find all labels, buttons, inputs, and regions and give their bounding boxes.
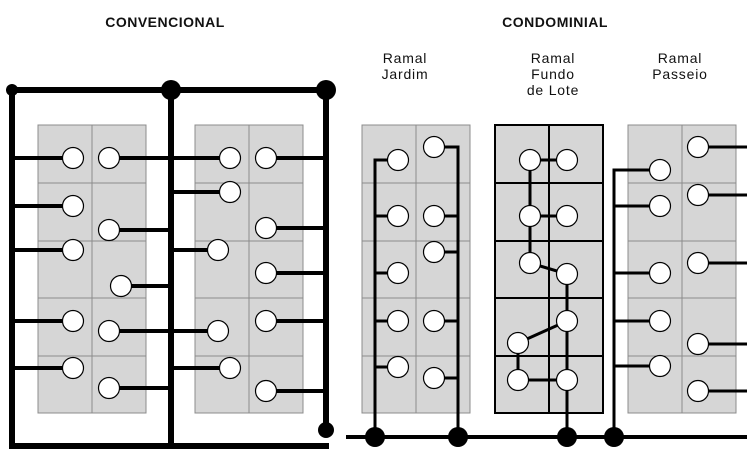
house-connection [648,309,672,333]
house-connection [686,251,710,275]
house-connection [218,180,242,204]
house-connection [254,146,278,170]
house-connection [518,148,542,172]
house-connection [648,194,672,218]
house-connection [254,379,278,403]
house-connection [254,309,278,333]
house-connection [97,218,121,242]
house-connection [518,251,542,275]
house-connection [686,332,710,356]
house-connection [97,376,121,400]
house-connection [555,309,579,333]
house-connection [97,146,121,170]
blocks [37,124,737,414]
house-connection [386,204,410,228]
label-ramal-passeio: Ramal Passeio [652,50,708,82]
condominial-nodes [365,427,624,447]
house-connection [218,356,242,380]
junction-node [604,427,624,447]
house-connection [386,355,410,379]
label-ramal-fundo-de-lote: Ramal Fundo de Lote [526,50,580,98]
house-connection [386,148,410,172]
house-connection [422,240,446,264]
house-connection [109,274,133,298]
house-connection [648,354,672,378]
house-connection [61,238,85,262]
house-connection [555,368,579,392]
house-connection [686,183,710,207]
house-connection [61,309,85,333]
junction-node [6,84,18,96]
house-connection [506,368,530,392]
house-connection [422,135,446,159]
junction-node [448,427,468,447]
house-connection [206,238,230,262]
junction-node [557,427,577,447]
junction-node [365,427,385,447]
house-connection [422,204,446,228]
house-connection [61,146,85,170]
house-connection [386,309,410,333]
house-connection [422,366,446,390]
title-convencional: CONVENCIONAL [105,14,225,30]
house-connection [506,331,530,355]
house-connection [555,204,579,228]
house-connection [61,356,85,380]
junction-node [318,422,334,438]
label-ramal-jardim: Ramal Jardim [381,50,429,82]
house-connection [555,148,579,172]
house-connection [686,379,710,403]
house-connection [555,262,579,286]
house-connection [422,309,446,333]
house-connection [61,194,85,218]
house-connection [97,319,121,343]
convencional-street-nodes [6,80,336,438]
house-connections [61,135,710,403]
house-connection [254,261,278,285]
house-connection [648,158,672,182]
title-condominial: CONDOMINIAL [502,14,608,30]
house-connection [254,216,278,240]
house-connection [386,261,410,285]
house-connection [218,146,242,170]
house-connection [686,135,710,159]
house-connection [518,204,542,228]
junction-node [316,80,336,100]
house-connection [206,319,230,343]
junction-node [161,80,181,100]
house-connection [648,261,672,285]
block-grid-lines [38,125,736,413]
